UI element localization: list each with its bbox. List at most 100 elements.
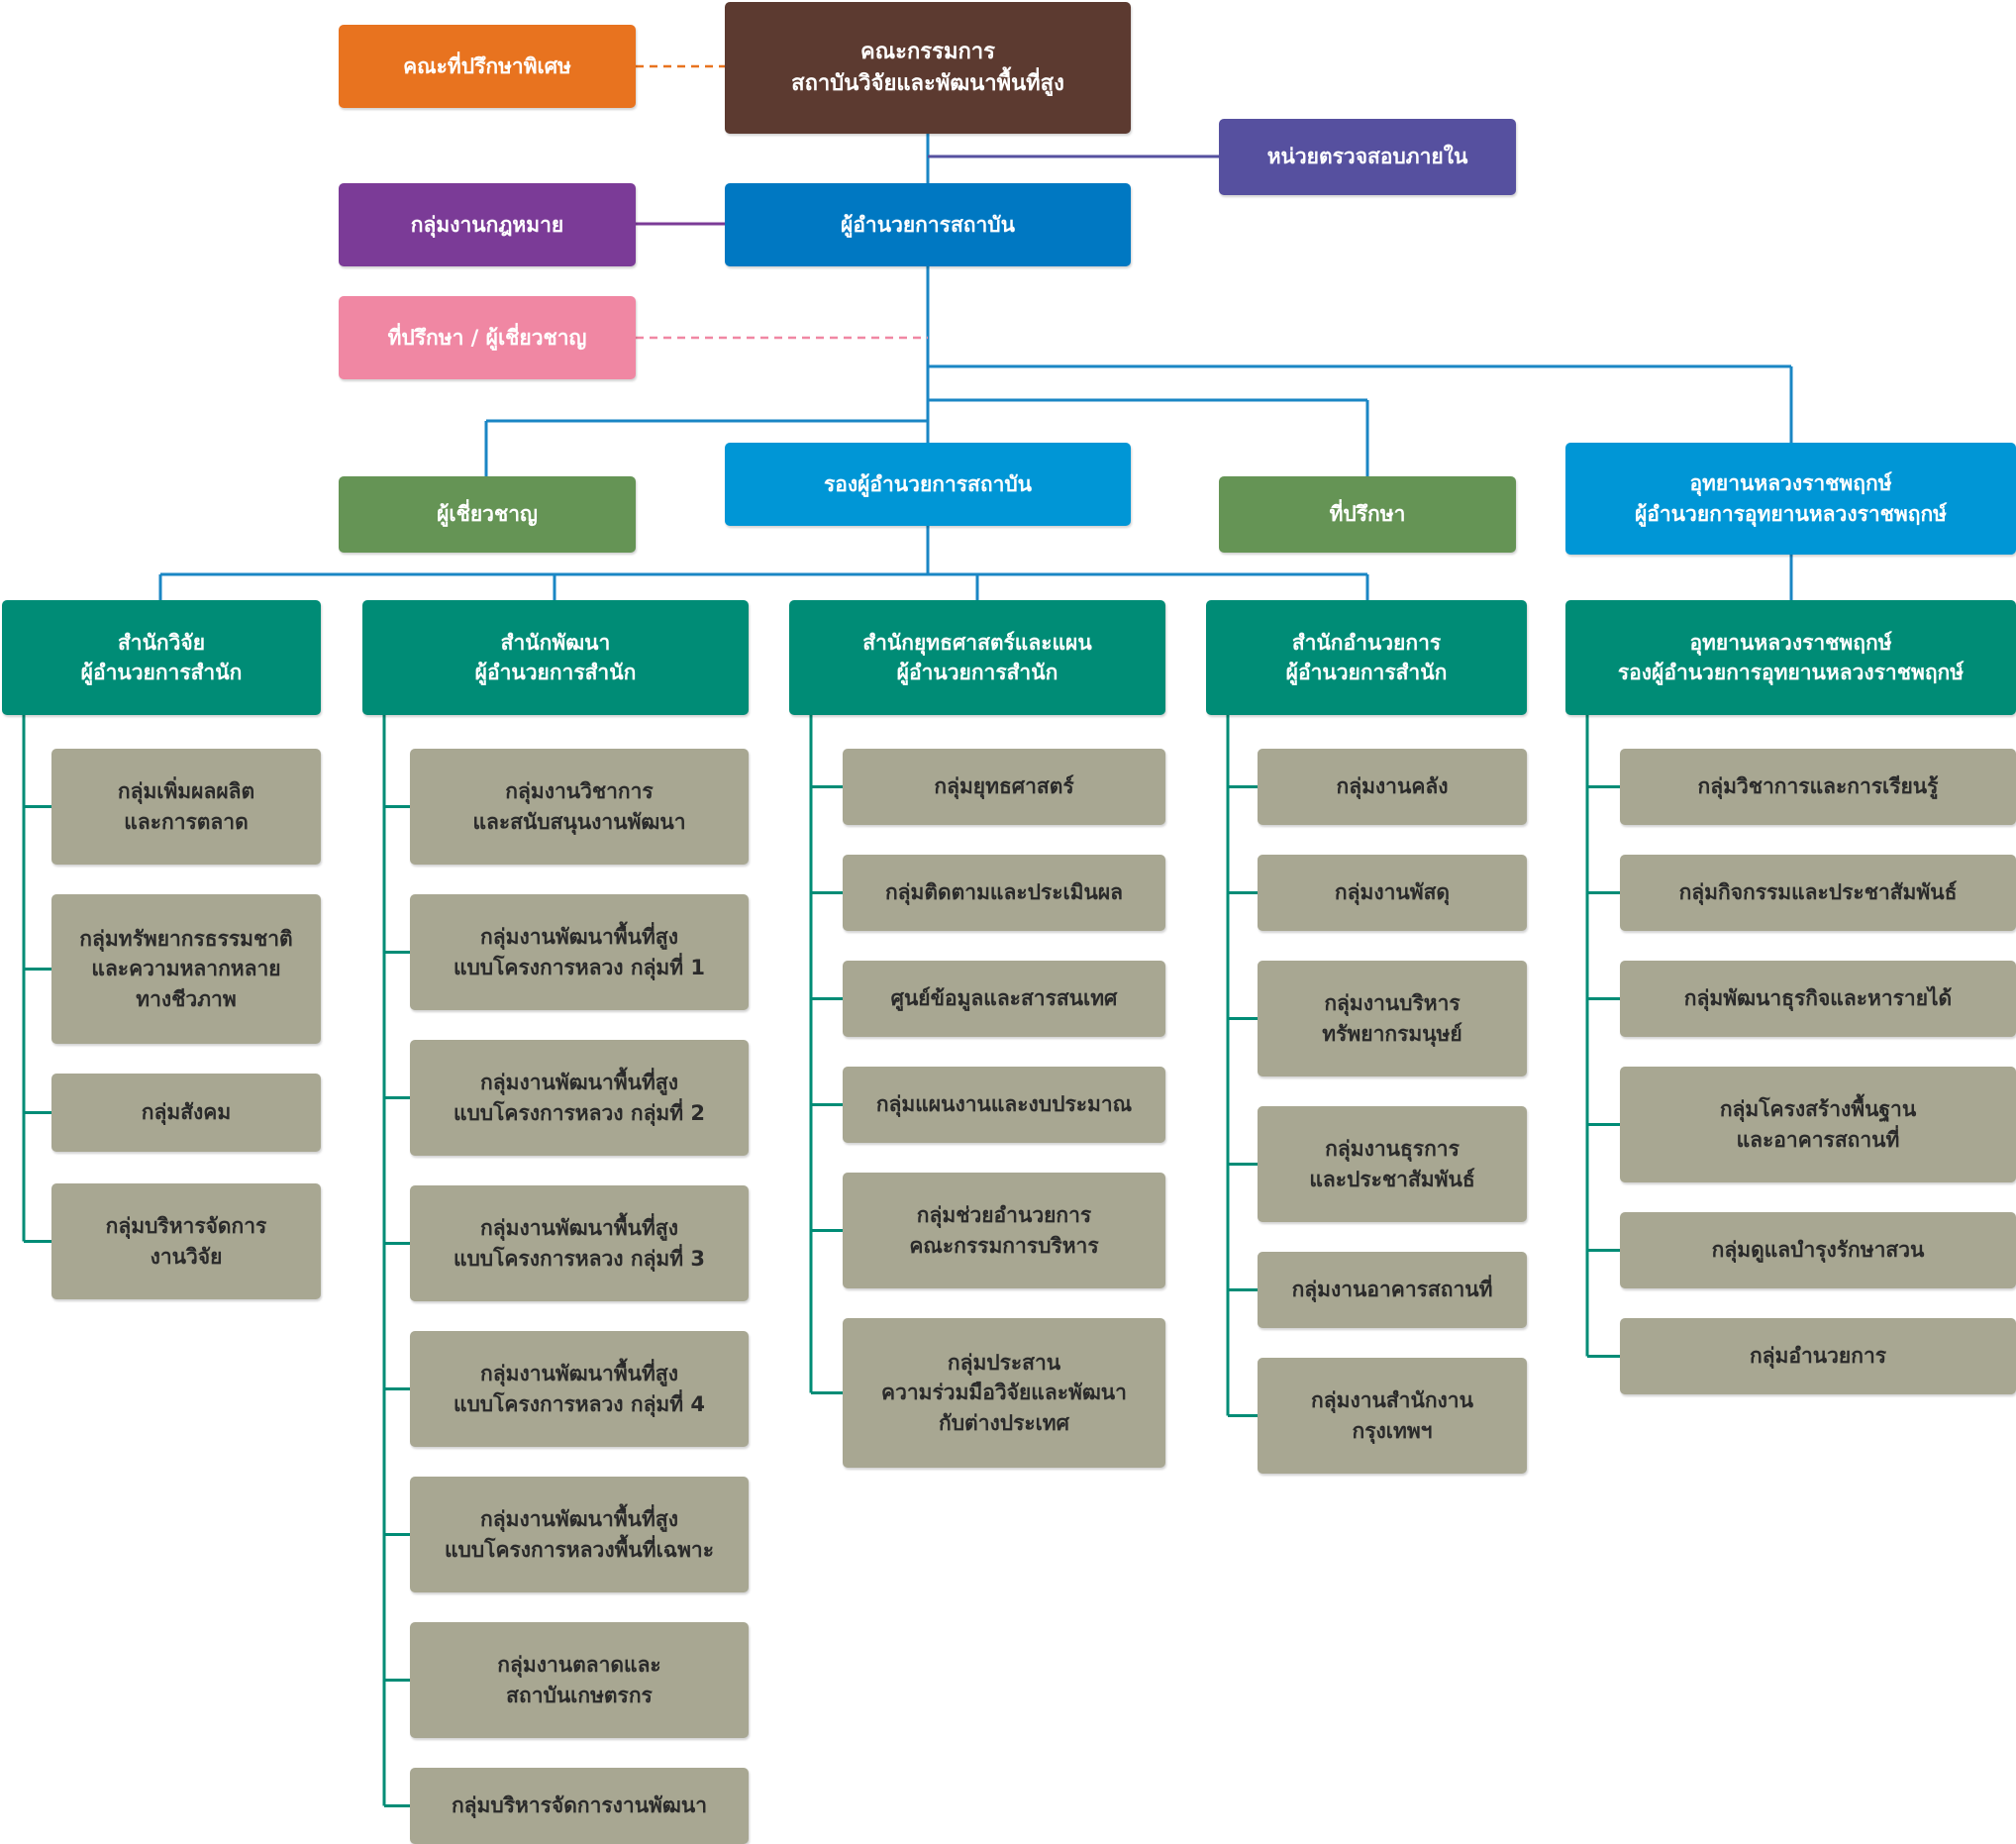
group-box: กลุ่มงานตลาดและสถาบันเกษตรกร xyxy=(410,1622,749,1738)
group-label-line: กลุ่มยุทธศาสตร์ xyxy=(934,774,1074,799)
group-box: กลุ่มงานบริหารทรัพยากรมนุษย์ xyxy=(1258,961,1527,1076)
group-label-line: แบบโครงการหลวง กลุ่มที่ 1 xyxy=(453,955,706,979)
group-label-line: กรุงเทพฯ xyxy=(1352,1418,1433,1443)
group-label-line: และสนับสนุนงานพัฒนา xyxy=(472,809,686,834)
board-line-1: คณะกรรมการ xyxy=(860,39,995,64)
group-box: กลุ่มบริหารจัดการงานวิจัย xyxy=(51,1183,321,1299)
group-box: กลุ่มงานคลัง xyxy=(1258,749,1527,825)
office-title-line: ผู้อำนวยการสำนัก xyxy=(1285,661,1448,684)
group-label-line: กลุ่มบริหารจัดการงานพัฒนา xyxy=(451,1793,708,1818)
expert-label: ผู้เชี่ยวชาญ xyxy=(437,502,538,527)
office-title-line: รองผู้อำนวยการอุทยานหลวงราชพฤกษ์ xyxy=(1617,661,1965,684)
group-label-line: กลุ่มช่วยอำนวยการ xyxy=(916,1203,1092,1228)
group-label-line: แบบโครงการหลวงพื้นที่เฉพาะ xyxy=(444,1537,715,1562)
group-label-line: กลุ่มโครงสร้างพื้นฐาน xyxy=(1719,1097,1917,1122)
group-label-line: กลุ่มงานธุรการ xyxy=(1325,1137,1460,1162)
group-label-line: กลุ่มติดตามและประเมินผล xyxy=(884,880,1124,905)
group-box: กลุ่มบริหารจัดการงานพัฒนา xyxy=(410,1768,749,1844)
group-box: กลุ่มงานอาคารสถานที่ xyxy=(1258,1252,1527,1328)
group-label-line: กลุ่มพัฒนาธุรกิจและหารายได้ xyxy=(1683,986,1953,1011)
group-label-line: ศูนย์ข้อมูลและสารสนเทศ xyxy=(890,986,1118,1011)
group-label-line: ทรัพยากรมนุษย์ xyxy=(1322,1021,1462,1046)
group-label-line: สถาบันเกษตรกร xyxy=(506,1683,653,1707)
group-label-line: กลุ่มงานพัฒนาพื้นที่สูง xyxy=(480,1216,678,1241)
group-label-line: กลุ่มงานอาคารสถานที่ xyxy=(1291,1278,1493,1302)
group-label-line: และการตลาด xyxy=(124,809,249,834)
group-label-line: กลุ่มงานพัฒนาพื้นที่สูง xyxy=(480,1071,678,1095)
group-label-line: กลุ่มทรัพยากรธรรมชาติ xyxy=(79,926,293,951)
legal-label: กลุ่มงานกฎหมาย xyxy=(410,212,564,237)
group-label-line: กลุ่มกิจกรรมและประชาสัมพันธ์ xyxy=(1678,880,1958,905)
group-box: กลุ่มงานพัสดุ xyxy=(1258,855,1527,931)
legal-box: กลุ่มงานกฎหมาย xyxy=(339,183,636,266)
group-box: กลุ่มเพิ่มผลผลิตและการตลาด xyxy=(51,749,321,865)
consultants-experts-label: ที่ปรึกษา / ผู้เชี่ยวชาญ xyxy=(387,325,587,350)
group-label-line: กลุ่มงานพัสดุ xyxy=(1334,880,1451,905)
group-label-line: กับต่างประเทศ xyxy=(939,1410,1069,1435)
group-box: กลุ่มงานพัฒนาพื้นที่สูงแบบโครงการหลวง กล… xyxy=(410,1331,749,1447)
group-label-line: ความร่วมมือวิจัยและพัฒนา xyxy=(881,1381,1127,1405)
group-box: กลุ่มงานพัฒนาพื้นที่สูงแบบโครงการหลวง กล… xyxy=(410,894,749,1010)
board-box: คณะกรรมการ สถาบันวิจัยและพัฒนาพื้นที่สูง xyxy=(725,2,1131,134)
group-box: กลุ่มประสานความร่วมมือวิจัยและพัฒนากับต่… xyxy=(843,1318,1165,1468)
group-box: กลุ่มวิชาการและการเรียนรู้ xyxy=(1620,749,2016,825)
office-header-3: สำนักยุทธศาสตร์และแผนผู้อำนวยการสำนัก xyxy=(789,600,1165,715)
group-box: กลุ่มสังคม xyxy=(51,1074,321,1152)
group-box: กลุ่มดูแลบำรุงรักษาสวน xyxy=(1620,1212,2016,1288)
board-line-2: สถาบันวิจัยและพัฒนาพื้นที่สูง xyxy=(791,70,1064,96)
group-box: กลุ่มอำนวยการ xyxy=(1620,1318,2016,1394)
office-header-2: สำนักพัฒนาผู้อำนวยการสำนัก xyxy=(362,600,749,715)
group-label-line: แบบโครงการหลวง กลุ่มที่ 2 xyxy=(453,1100,706,1125)
group-label-line: กลุ่มอำนวยการ xyxy=(1749,1344,1887,1369)
group-box: กลุ่มงานสำนักงานกรุงเทพฯ xyxy=(1258,1358,1527,1474)
group-box: กลุ่มงานพัฒนาพื้นที่สูงแบบโครงการหลวง กล… xyxy=(410,1040,749,1156)
group-label-line: กลุ่มเพิ่มผลผลิต xyxy=(117,779,255,804)
group-label-line: กลุ่มประสาน xyxy=(947,1350,1061,1375)
group-box: กลุ่มงานพัฒนาพื้นที่สูงแบบโครงการหลวงพื้… xyxy=(410,1477,749,1592)
expert-box: ผู้เชี่ยวชาญ xyxy=(339,476,636,553)
group-label-line: กลุ่มแผนงานและงบประมาณ xyxy=(875,1092,1133,1117)
director-label: ผู้อำนวยการสถาบัน xyxy=(841,212,1015,237)
group-label-line: กลุ่มวิชาการและการเรียนรู้ xyxy=(1697,774,1939,799)
group-box: กลุ่มงานธุรการและประชาสัมพันธ์ xyxy=(1258,1106,1527,1222)
special-advisors-label: คณะที่ปรึกษาพิเศษ xyxy=(403,53,571,78)
office-title-line: สำนักอำนวยการ xyxy=(1291,630,1442,655)
group-label-line: กลุ่มงานคลัง xyxy=(1336,774,1449,799)
office-title-line: สำนักยุทธศาสตร์และแผน xyxy=(862,630,1092,655)
group-box: กลุ่มพัฒนาธุรกิจและหารายได้ xyxy=(1620,961,2016,1037)
group-box: ศูนย์ข้อมูลและสารสนเทศ xyxy=(843,961,1165,1037)
office-header-1: สำนักวิจัยผู้อำนวยการสำนัก xyxy=(2,600,321,715)
group-label-line: งานวิจัย xyxy=(150,1244,223,1269)
group-box: กลุ่มงานพัฒนาพื้นที่สูงแบบโครงการหลวง กล… xyxy=(410,1185,749,1301)
group-label-line: และประชาสัมพันธ์ xyxy=(1309,1167,1475,1191)
park-director-box: อุทยานหลวงราชพฤกษ์ ผู้อำนวยการอุทยานหลวง… xyxy=(1565,443,2016,555)
group-box: กลุ่มกิจกรรมและประชาสัมพันธ์ xyxy=(1620,855,2016,931)
deputy-label: รองผู้อำนวยการสถาบัน xyxy=(823,471,1033,496)
group-box: กลุ่มแผนงานและงบประมาณ xyxy=(843,1067,1165,1143)
group-label-line: กลุ่มงานบริหาร xyxy=(1324,991,1461,1016)
advisor-label: ที่ปรึกษา xyxy=(1329,502,1406,527)
office-header-4: สำนักอำนวยการผู้อำนวยการสำนัก xyxy=(1206,600,1527,715)
group-label-line: ทางชีวภาพ xyxy=(136,986,237,1011)
internal-audit-box: หน่วยตรวจสอบภายใน xyxy=(1219,119,1516,195)
group-box: กลุ่มติดตามและประเมินผล xyxy=(843,855,1165,931)
group-box: กลุ่มงานวิชาการและสนับสนุนงานพัฒนา xyxy=(410,749,749,865)
director-box: ผู้อำนวยการสถาบัน xyxy=(725,183,1131,266)
group-box: กลุ่มยุทธศาสตร์ xyxy=(843,749,1165,825)
group-label-line: กลุ่มงานพัฒนาพื้นที่สูง xyxy=(480,1507,678,1532)
consultants-experts-box: ที่ปรึกษา / ผู้เชี่ยวชาญ xyxy=(339,296,636,379)
office-title-line: ผู้อำนวยการสำนัก xyxy=(896,661,1058,684)
group-label-line: กลุ่มดูแลบำรุงรักษาสวน xyxy=(1711,1238,1925,1263)
group-box: กลุ่มช่วยอำนวยการคณะกรรมการบริหาร xyxy=(843,1173,1165,1288)
group-label-line: กลุ่มงานวิชาการ xyxy=(505,779,654,804)
deputy-box: รองผู้อำนวยการสถาบัน xyxy=(725,443,1131,526)
group-label-line: กลุ่มงานสำนักงาน xyxy=(1311,1388,1473,1413)
group-label-line: กลุ่มบริหารจัดการ xyxy=(105,1214,267,1239)
park-director-line-1: อุทยานหลวงราชพฤกษ์ xyxy=(1689,471,1892,496)
group-label-line: แบบโครงการหลวง กลุ่มที่ 4 xyxy=(453,1391,706,1416)
advisor-box: ที่ปรึกษา xyxy=(1219,476,1516,553)
office-title-line: อุทยานหลวงราชพฤกษ์ xyxy=(1689,630,1892,655)
group-label-line: กลุ่มงานตลาดและ xyxy=(497,1653,661,1678)
office-title-line: สำนักวิจัย xyxy=(117,630,206,655)
